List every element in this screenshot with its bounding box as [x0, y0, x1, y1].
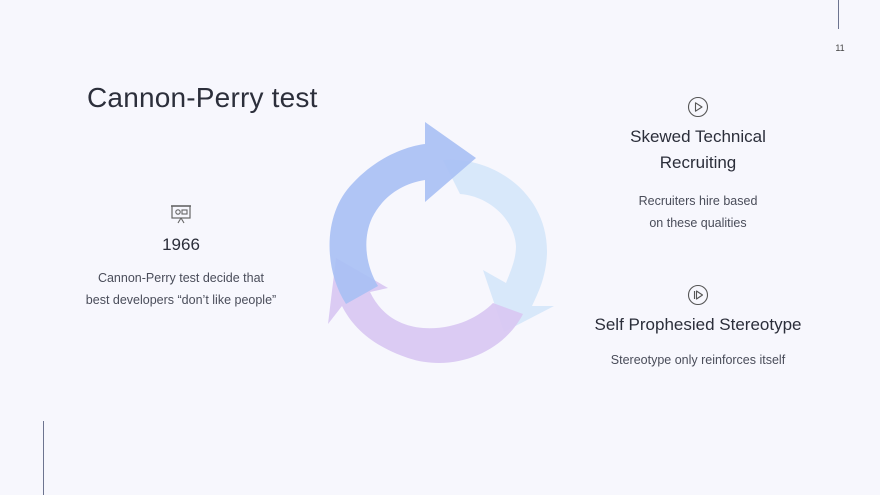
top-right-rule — [838, 0, 839, 29]
self-prophesied-heading: Self Prophesied Stereotype — [594, 315, 802, 334]
right-info-block-2: Self Prophesied Stereotype Stereotype on… — [588, 284, 808, 371]
heading-line-1: Skewed Technical — [630, 127, 766, 146]
page-number: 11 — [835, 43, 845, 53]
skewed-recruiting-body: Recruiters hire based on these qualities — [598, 190, 798, 234]
cycle-diagram — [328, 122, 554, 363]
year-heading: 1966 — [162, 235, 200, 254]
left-body-line-2: best developers “don’t like people” — [85, 293, 277, 307]
cycle-arrow-right — [443, 159, 554, 332]
left-body-text: Cannon-Perry test decide that best devel… — [61, 267, 301, 311]
body-line-2: on these qualities — [649, 216, 747, 230]
skewed-recruiting-heading: Skewed Technical Recruiting — [598, 124, 798, 176]
next-track-circle-icon — [687, 284, 709, 306]
left-body-line-1: Cannon-Perry test decide that — [97, 271, 265, 285]
slide-title: Cannon-Perry test — [87, 82, 318, 113]
bottom-left-rule — [43, 421, 44, 495]
self-prophesied-body: Stereotype only reinforces itself — [610, 353, 786, 367]
play-circle-icon — [687, 96, 709, 118]
presentation-board-icon — [171, 205, 191, 224]
cycle-arrow-left — [329, 122, 476, 304]
body-line-1: Recruiters hire based — [638, 194, 758, 208]
heading-line-2: Recruiting — [659, 153, 737, 172]
right-info-block-1: Skewed Technical Recruiting Recruiters h… — [598, 96, 798, 234]
left-info-block: 1966 Cannon-Perry test decide that best … — [61, 203, 301, 311]
